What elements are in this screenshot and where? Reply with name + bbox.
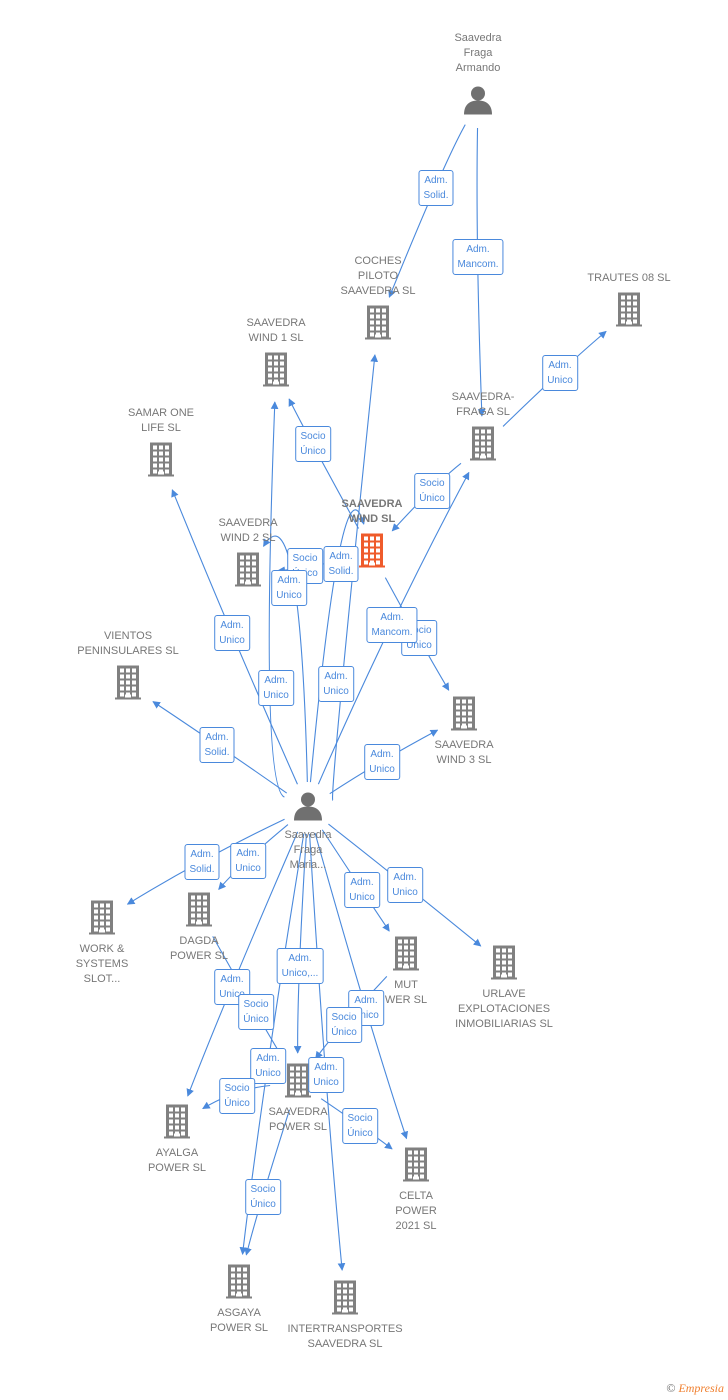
node-label-wind3[interactable]: SAAVEDRA WIND 3 SL [434,739,494,766]
edge-label-armando-to-fraga[interactable]: Adm. Mancom. [452,239,504,275]
node-label-celta[interactable]: CELTA POWER 2021 SL [395,1190,437,1232]
company-icon[interactable] [89,900,115,940]
node-label-power[interactable]: SAAVEDRA POWER SL [268,1106,328,1133]
company-icon[interactable] [148,442,174,482]
company-icon[interactable] [403,1147,429,1187]
edge-label-maria-to-mut[interactable]: Adm. Unico [344,872,380,908]
edge-label-maria-to-coches[interactable]: Adm. Unico [318,666,354,702]
company-icon[interactable] [451,696,477,736]
company-icon[interactable] [332,1280,358,1320]
company-icon[interactable] [616,292,642,332]
edge-label-maria-to-vientos[interactable]: Adm. Solid. [199,727,235,763]
company-icon[interactable] [263,352,289,392]
footer-credit: © Empresia [666,1381,724,1396]
edge-maria-to-inter [309,833,346,1271]
edge-label-maria-to-wind1[interactable]: Adm. Unico [258,670,294,706]
company-icon[interactable] [285,1063,311,1103]
node-label-inter[interactable]: INTERTRANSPORTES SAAVEDRA SL [287,1323,403,1350]
edge-label-maria-to-dagda[interactable]: Adm. Unico [230,843,266,879]
node-label-maria[interactable]: Saavedra Fraga Maria... [284,829,332,871]
company-icon[interactable] [186,892,212,932]
edge-label-maria-to-power[interactable]: Adm. Unico,... [276,948,324,984]
node-label-wind2[interactable]: SAAVEDRA WIND 2 SL [218,517,278,544]
node-label-work[interactable]: WORK & SYSTEMS SLOT... [75,943,129,985]
edge-label-fraga-to-trautes[interactable]: Adm. Unico [542,355,578,391]
company-icon[interactable] [226,1264,252,1304]
edge-label-maria-to-asgaya[interactable]: Adm. Unico [250,1048,286,1084]
edge-label-mut-to-power[interactable]: Socio Único [326,1007,362,1043]
node-label-wind[interactable]: SAAVEDRA WIND SL [341,498,403,525]
edge-label-maria-to-wind3[interactable]: Adm. Unico [364,744,400,780]
company-icon[interactable] [115,665,141,705]
edge-label-fraga-to-wind[interactable]: Socio Único [414,473,450,509]
edge-label-maria-to-work[interactable]: Adm. Solid. [184,844,220,880]
node-label-urlave[interactable]: URLAVE EXPLOTACIONES INMOBILIARIAS SL [455,988,553,1030]
edge-label-maria-to-wind2[interactable]: Adm. Unico [271,570,307,606]
node-label-armando[interactable]: Saavedra Fraga Armando [454,32,502,74]
node-label-vientos[interactable]: VIENTOS PENINSULARES SL [77,630,179,657]
edge-label-wind-to-wind1[interactable]: Socio Único [295,426,331,462]
edge-label-maria-to-samar[interactable]: Adm. Unico [214,615,250,651]
company-icon-highlighted[interactable] [359,533,385,573]
node-label-fraga[interactable]: SAAVEDRA- FRAGA SL [451,391,515,418]
edge-label-maria-to-urlave[interactable]: Adm. Unico [387,867,423,903]
node-label-wind1[interactable]: SAAVEDRA WIND 1 SL [246,317,306,344]
edge-label-maria-to-inter[interactable]: Adm. Unico [308,1057,344,1093]
person-icon[interactable] [463,85,493,120]
node-label-dagda[interactable]: DAGDA POWER SL [169,935,229,962]
node-label-ayalga[interactable]: AYALGA POWER SL [147,1147,207,1174]
edge-label-maria-to-fraga[interactable]: Adm. Mancom. [366,607,418,643]
node-label-trautes[interactable]: TRAUTES 08 SL [587,272,671,284]
company-icon[interactable] [164,1104,190,1144]
company-icon[interactable] [470,426,496,466]
company-icon[interactable] [365,305,391,345]
edge-label-armando-to-coches[interactable]: Adm. Solid. [418,170,454,206]
edge-label-power-to-celta[interactable]: Socio Único [342,1108,378,1144]
edge-label-power-to-asgaya[interactable]: Socio Único [245,1179,281,1215]
person-icon[interactable] [293,791,323,826]
company-icon[interactable] [235,552,261,592]
company-icon[interactable] [393,936,419,976]
edge-label-dagda-to-power[interactable]: Socio Único [238,994,274,1030]
edge-label-maria-to-wind[interactable]: Adm. Solid. [323,546,359,582]
edge-label-power-to-ayalga[interactable]: Socio Único [219,1078,255,1114]
node-label-asgaya[interactable]: ASGAYA POWER SL [209,1307,269,1334]
brand-logo[interactable]: Empresia [678,1381,724,1395]
node-label-mut[interactable]: MUT WER SL [384,979,428,1006]
copyright-symbol: © [666,1381,676,1395]
company-icon[interactable] [491,945,517,985]
node-label-samar[interactable]: SAMAR ONE LIFE SL [127,407,195,434]
node-label-coches[interactable]: COCHES PILOTO SAAVEDRA SL [340,255,416,297]
